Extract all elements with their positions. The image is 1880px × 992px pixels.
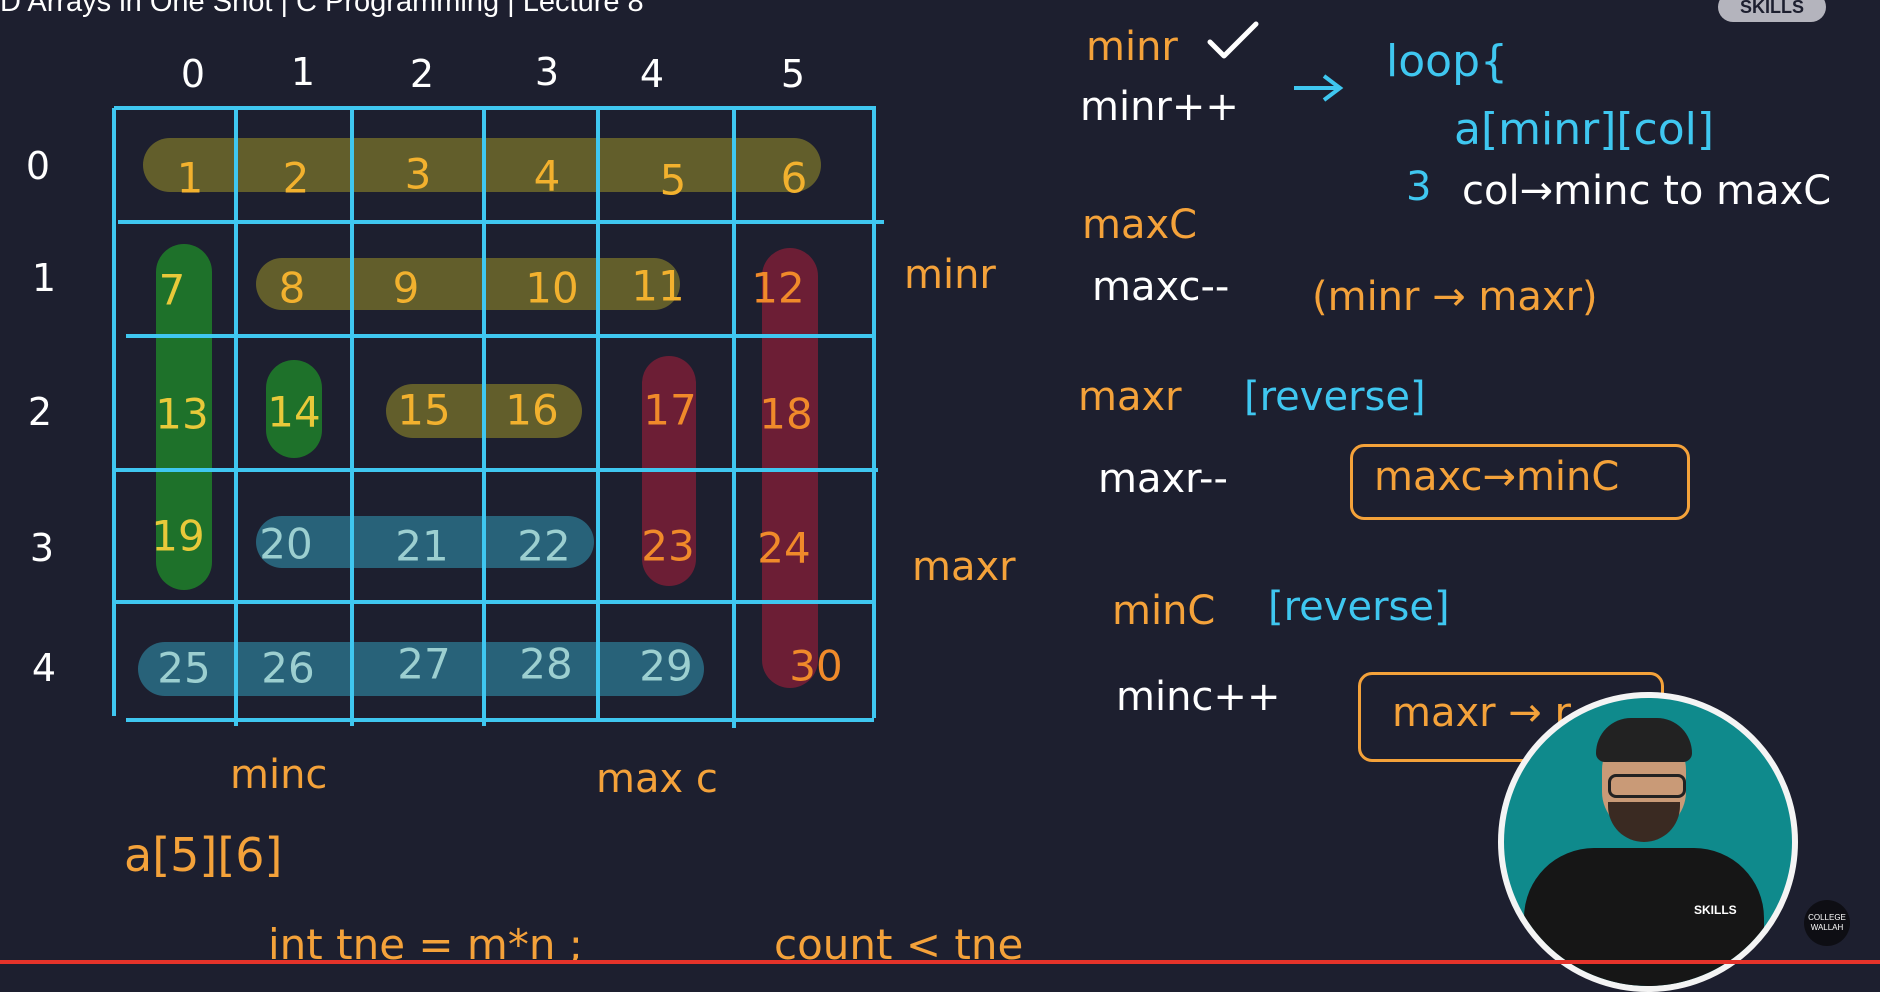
note-access: a[minr][col] <box>1454 104 1715 155</box>
label-minr-side: minr <box>904 252 996 298</box>
cell-0-3: 4 <box>533 151 561 201</box>
note-maxr-reverse: [reverse] <box>1244 374 1426 420</box>
cell-2-0: 13 <box>155 389 209 439</box>
band-col0 <box>156 244 212 590</box>
cell-4-0: 25 <box>157 643 211 693</box>
cell-4-5: 30 <box>789 641 843 691</box>
note-brace: 3 <box>1406 164 1432 210</box>
note-loop: loop{ <box>1386 36 1508 87</box>
note-col-range: col→minc to maxC <box>1462 168 1832 214</box>
label-minc-bottom: minc <box>230 752 328 798</box>
note-minc: minC <box>1112 588 1216 634</box>
note-maxc-dec: maxc-- <box>1092 264 1230 310</box>
cell-1-5: 12 <box>751 263 805 313</box>
band-row3 <box>256 516 594 568</box>
shirt-badge: SKILLS <box>1694 903 1737 917</box>
note-minc-range: maxr → r <box>1392 690 1571 736</box>
check-icon <box>1207 21 1259 59</box>
cell-0-0: 1 <box>176 153 204 203</box>
col-header-1: 1 <box>290 50 316 94</box>
row-header-0: 0 <box>25 144 51 188</box>
array-declaration: a[5][6] <box>124 828 283 882</box>
cell-3-5: 24 <box>757 523 811 573</box>
cell-2-3: 16 <box>505 385 559 435</box>
cell-4-4: 29 <box>639 641 693 691</box>
note-maxr-dec: maxr-- <box>1098 456 1228 502</box>
glasses-icon <box>1608 774 1686 798</box>
col-header-0: 0 <box>180 52 206 96</box>
video-title: D Arrays in One Shot | C Programming | L… <box>0 0 644 18</box>
cell-1-1: 8 <box>278 263 306 313</box>
col-header-3: 3 <box>534 50 560 94</box>
cell-1-0: 7 <box>158 265 186 315</box>
cell-0-5: 6 <box>780 153 808 203</box>
cell-1-3: 10 <box>525 263 579 313</box>
presenter-body <box>1524 848 1764 986</box>
maxr-range-box <box>1350 444 1690 520</box>
col-header-5: 5 <box>780 52 806 96</box>
note-minr: minr <box>1086 24 1178 70</box>
note-minc-inc: minc++ <box>1116 674 1281 720</box>
cell-1-4: 11 <box>631 261 685 311</box>
col-header-4: 4 <box>639 52 665 96</box>
row-header-2: 2 <box>27 390 53 434</box>
row-header-3: 3 <box>29 526 55 570</box>
label-maxc-bottom: max c <box>596 756 718 802</box>
cell-3-3: 22 <box>517 521 571 571</box>
note-maxc: maxC <box>1082 202 1198 248</box>
col-header-2: 2 <box>409 52 435 96</box>
label-maxr-side: maxr <box>912 544 1016 590</box>
note-maxr-range: maxc→minC <box>1374 454 1620 500</box>
presenter-webcam: SKILLS <box>1498 692 1798 992</box>
spiral-grid <box>112 106 884 728</box>
band-row1 <box>256 258 680 310</box>
band-row4 <box>138 642 704 696</box>
cell-2-5: 18 <box>759 389 813 439</box>
skills-logo: SKILLS <box>1718 0 1826 22</box>
band-14 <box>266 360 322 458</box>
cell-3-2: 21 <box>395 521 449 571</box>
cell-3-0: 19 <box>151 511 205 561</box>
video-progress-bar[interactable] <box>0 960 1880 964</box>
cell-2-4: 17 <box>643 385 697 435</box>
cell-4-1: 26 <box>261 643 315 693</box>
note-maxc-range: (minr → maxr) <box>1312 274 1598 320</box>
presenter-beard <box>1608 802 1680 842</box>
cell-4-2: 27 <box>397 639 451 689</box>
presenter-hair <box>1596 718 1692 762</box>
row-header-1: 1 <box>31 256 57 300</box>
note-maxr: maxr <box>1078 374 1182 420</box>
cell-3-1: 20 <box>259 519 313 569</box>
cell-1-2: 9 <box>392 263 420 313</box>
arrow-right-icon <box>1294 74 1344 102</box>
cell-4-3: 28 <box>519 639 573 689</box>
row-header-4: 4 <box>31 646 57 690</box>
cell-2-1: 14 <box>267 387 321 437</box>
note-minr-inc: minr++ <box>1080 84 1239 130</box>
cell-0-2: 3 <box>404 149 432 199</box>
cell-0-1: 2 <box>282 153 310 203</box>
college-wallah-logo: COLLEGE WALLAH <box>1804 900 1850 946</box>
cell-3-4: 23 <box>641 521 695 571</box>
note-minc-reverse: [reverse] <box>1268 584 1450 630</box>
cell-0-4: 5 <box>659 155 687 205</box>
cell-2-2: 15 <box>397 385 451 435</box>
